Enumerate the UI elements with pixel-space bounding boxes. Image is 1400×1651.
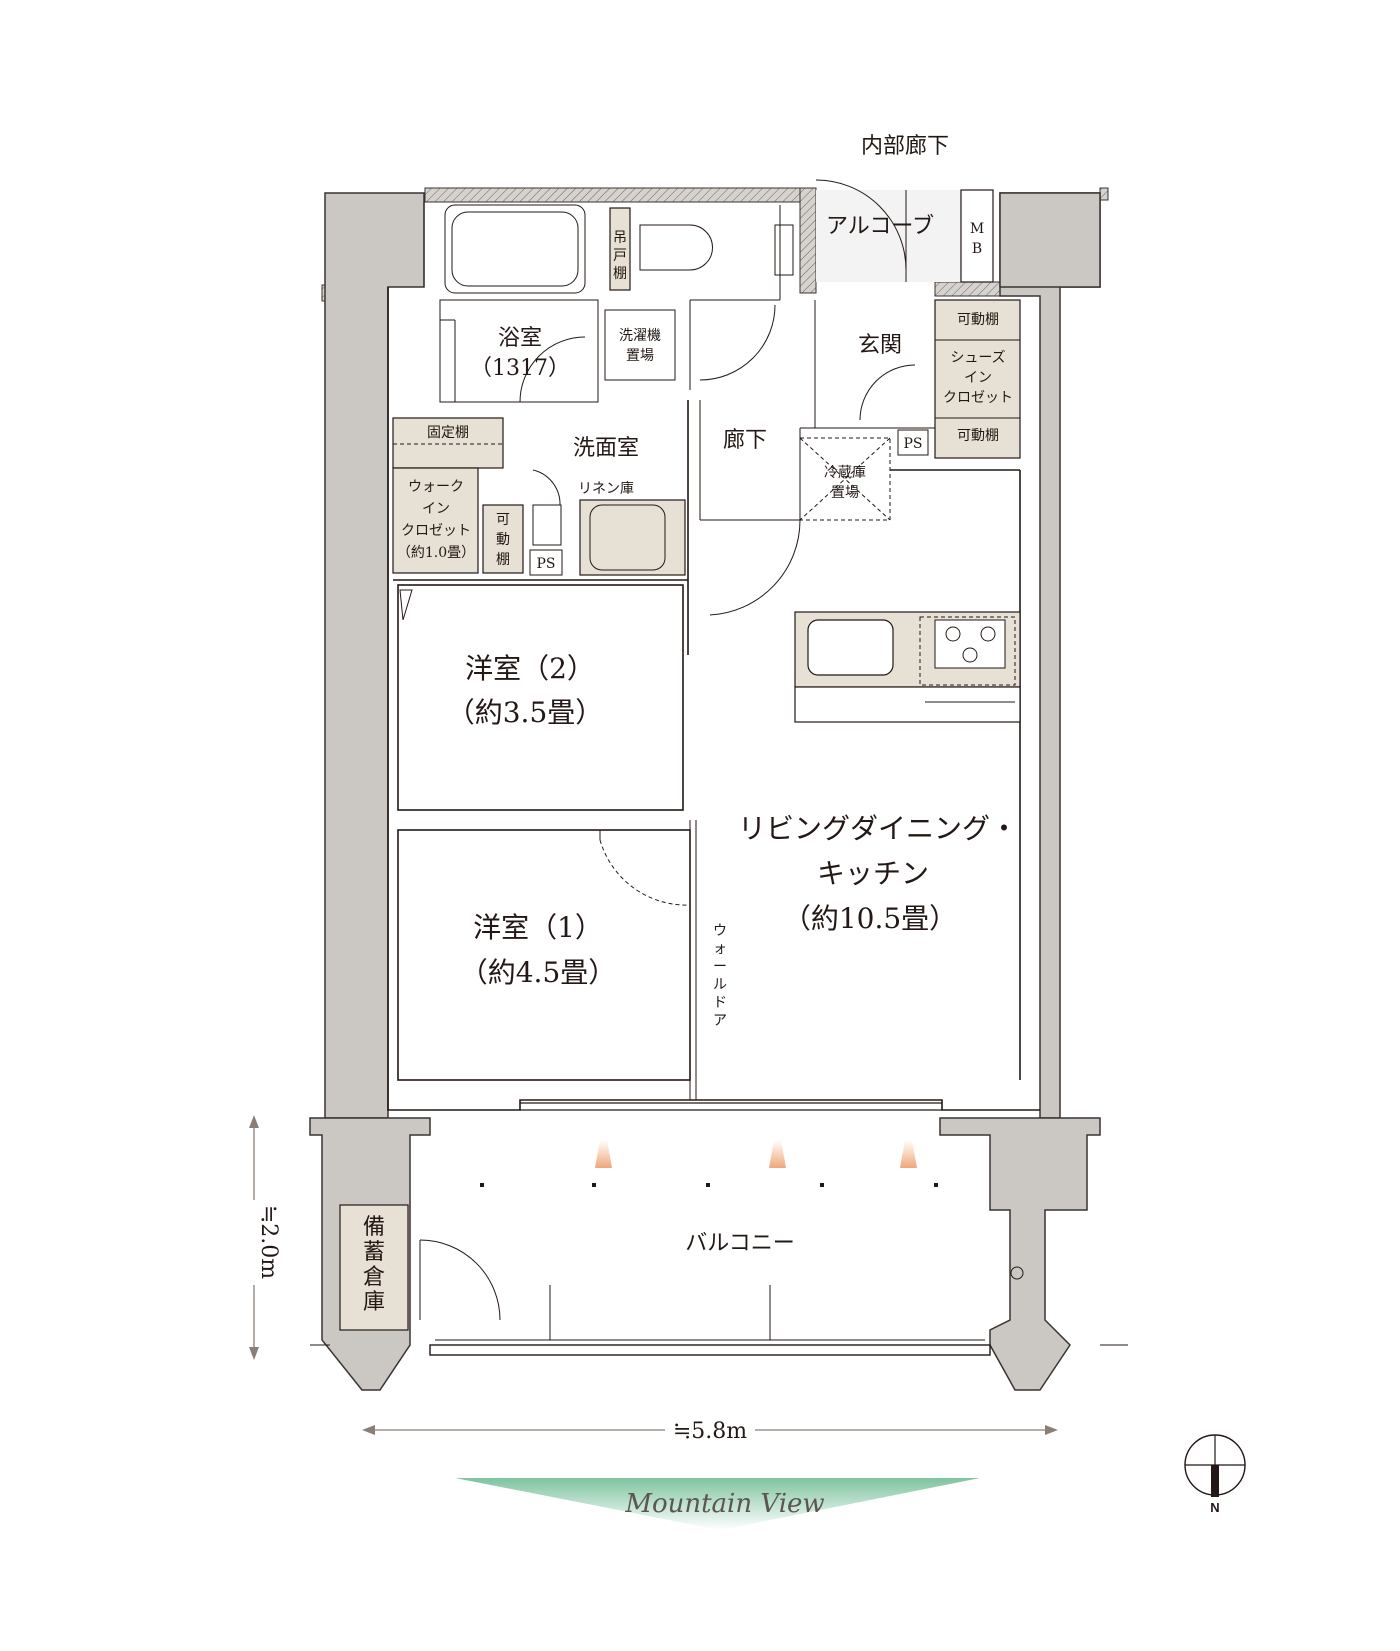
movable-shelf-small	[482, 504, 524, 574]
toilet-icon	[639, 224, 713, 271]
fixed-shelf-label: 固定棚	[427, 425, 469, 441]
drain-icon	[1010, 1266, 1024, 1280]
vent-icon-1	[595, 1140, 612, 1168]
width-dimension-label: ≒5.8m	[673, 1419, 747, 1444]
movable-shelf-bottom-label: 可動棚	[957, 428, 999, 444]
shoes-closet-label-1: シューズ	[950, 350, 1005, 366]
mb-box	[960, 189, 994, 283]
top-label: 内部廊下	[861, 134, 949, 159]
storage-label-2: 蓄	[363, 1240, 385, 1265]
view-arrow	[455, 1478, 980, 1530]
storage-door-arc	[419, 1239, 501, 1321]
walkin-closet	[392, 467, 479, 574]
compass-north-label: N	[1210, 1500, 1219, 1515]
linen-cabinet	[532, 504, 562, 546]
mb-label-b: B	[972, 241, 982, 257]
right-wall-stub	[1099, 187, 1109, 201]
hanging-shelf	[609, 207, 631, 291]
view-label: Mountain View	[624, 1489, 824, 1519]
ps-box-1	[897, 429, 929, 456]
ldk-label-2: キッチン	[817, 857, 929, 890]
mb-label-m: M	[970, 221, 984, 237]
fridge-label-1: 冷蔵庫	[824, 464, 866, 481]
alcove-wall	[799, 187, 817, 294]
storage-room	[339, 1204, 409, 1331]
shoes-closet-label-3: クロゼット	[943, 390, 1013, 406]
walkin-label-2: イン	[422, 501, 450, 517]
linen-label: リネン庫	[578, 480, 634, 497]
entrance-label: 玄関	[858, 333, 902, 358]
ps-label-2: PS	[536, 556, 555, 572]
wall-door-6: ア	[713, 1013, 727, 1029]
washer-label-2: 置場	[626, 348, 654, 364]
vent-icon-3	[900, 1140, 917, 1168]
bath-room	[439, 299, 599, 403]
ldk-label-1: リビングダイニング・	[738, 812, 1018, 845]
washer-box	[604, 309, 676, 381]
wall-door-5: ド	[713, 995, 727, 1011]
top-wall	[424, 187, 816, 203]
wall-door-3: ー	[713, 959, 727, 975]
shoes-closet	[934, 299, 1021, 459]
hanging-shelf-label-3: 棚	[613, 266, 627, 282]
bath-size-label: （1317）	[470, 356, 570, 381]
walkin-label-1: ウォーク	[408, 479, 464, 495]
ps-box-2	[529, 549, 563, 576]
balcony-railing	[429, 1344, 991, 1356]
storage-label-4: 庫	[363, 1290, 385, 1315]
washer-label-1: 洗濯機	[619, 328, 661, 344]
western1-room	[397, 829, 691, 1081]
movable-shelf-small-3: 棚	[496, 552, 510, 568]
movable-shelf-small-1: 可	[496, 512, 510, 528]
vent-icon-2	[769, 1140, 786, 1168]
bath-label: 浴室	[498, 326, 542, 351]
right-column	[999, 192, 1101, 288]
left-pillar	[324, 192, 425, 1119]
alcove-label: アルコーブ	[826, 214, 934, 239]
balcony-right-column	[939, 1117, 1101, 1391]
front-door-arc	[815, 179, 907, 271]
depth-dimension-label: ≒2.0m	[256, 1205, 281, 1279]
wall-door-4: ル	[713, 977, 727, 993]
walkin-label-4: （約1.0畳）	[397, 545, 475, 561]
kitchen-sink-icon	[807, 619, 894, 676]
ps-label-1: PS	[903, 436, 922, 452]
bathtub	[444, 204, 586, 294]
balcony-label: バルコニー	[685, 1231, 795, 1256]
burner-icon-3	[962, 647, 978, 663]
western1-size: （約4.5畳）	[460, 956, 617, 989]
burner-icon-2	[980, 626, 996, 642]
washroom-label: 洗面室	[573, 436, 639, 461]
shoes-closet-label-2: イン	[964, 370, 992, 386]
western1-label: 洋室（1）	[473, 911, 603, 944]
hallway-label: 廊下	[723, 428, 767, 453]
movable-shelf-top-label: 可動棚	[957, 312, 999, 328]
hanging-shelf-label-1: 吊	[613, 230, 627, 246]
storage-label-1: 備	[363, 1215, 385, 1240]
hanging-shelf-label-2: 戸	[613, 248, 627, 264]
burner-icon-1	[945, 626, 961, 642]
western2-label: 洋室（2）	[465, 652, 595, 685]
western2-size: （約3.5畳）	[447, 696, 604, 729]
fridge-label-2: 置場	[831, 485, 859, 501]
movable-shelf-small-2: 動	[496, 532, 510, 548]
sink-counter	[579, 499, 686, 576]
storage-label-3: 倉	[363, 1265, 385, 1290]
fixed-shelf	[392, 417, 504, 469]
wall-door-1: ウ	[713, 923, 727, 939]
walkin-label-3: クロゼット	[401, 523, 471, 539]
wall-door-2: ォ	[713, 941, 727, 957]
ldk-size: （約10.5畳）	[783, 902, 957, 935]
